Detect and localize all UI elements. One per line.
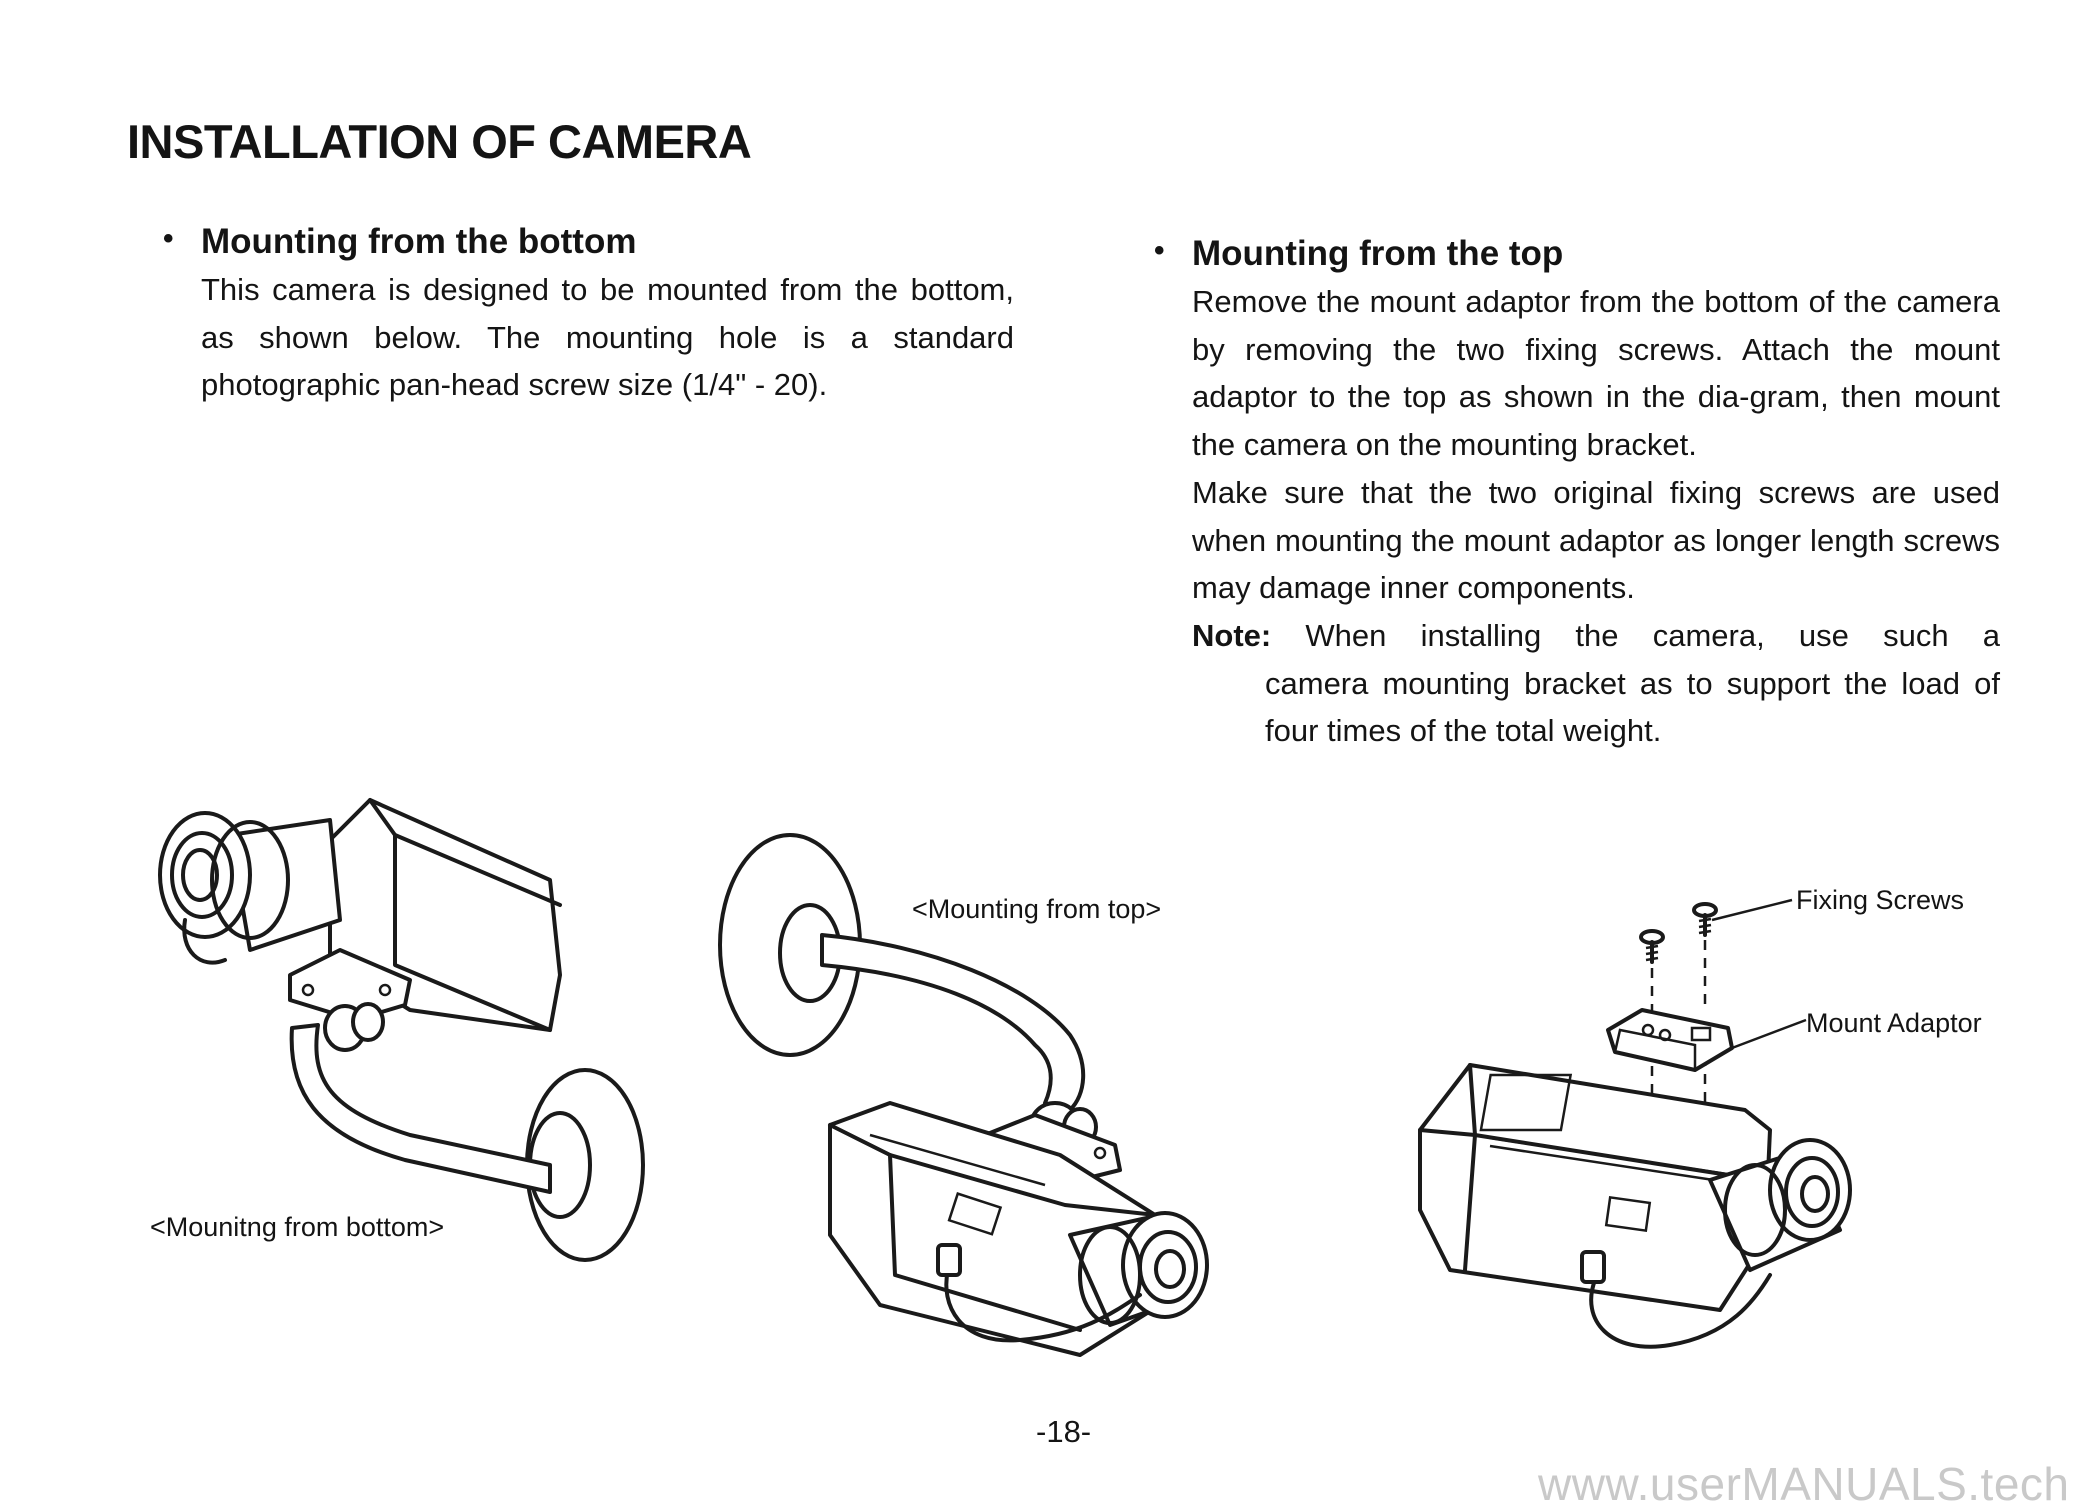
figure-mount-adaptor — [1418, 898, 1852, 1349]
section-body-bottom: This camera is designed to be mounted fr… — [201, 272, 1014, 403]
caption-mounting-bottom: <Mounitng from bottom> — [150, 1212, 445, 1242]
label-mount-adaptor: Mount Adaptor — [1806, 1008, 1982, 1038]
note-text-line1: When installing the camera, use such a — [1305, 617, 2000, 653]
section-body-top-warning: Make sure that the two original fixing s… — [1192, 474, 2000, 606]
section-heading-top: Mounting from the top — [1154, 234, 2000, 274]
figure-mounting-bottom — [158, 798, 645, 1262]
figure-mounting-top — [718, 833, 1209, 1357]
note-block: Note: When installing the camera, use su… — [1192, 612, 2000, 755]
label-fixing-screws: Fixing Screws — [1796, 885, 1965, 915]
note-label: Note: — [1192, 617, 1272, 653]
fixing-screw-right — [1692, 902, 1718, 937]
note-first-line: Note: When installing the camera, use su… — [1192, 612, 2000, 660]
note-text-rest: camera mounting bracket as to support th… — [1265, 665, 2000, 749]
watermark: www.userMANUALS.tech — [1538, 1458, 2070, 1510]
fixing-screw-left — [1639, 929, 1665, 964]
page-number: -18- — [1036, 1414, 1092, 1449]
section-mounting-top: Mounting from the top Remove the mount a… — [1154, 234, 2000, 755]
caption-mounting-top: <Mounting from top> — [912, 894, 1162, 924]
section-mounting-bottom: Mounting from the bottom This camera is … — [163, 222, 1014, 409]
section-heading-bottom: Mounting from the bottom — [163, 222, 1014, 262]
section-body-top: Remove the mount adaptor from the bottom… — [1192, 284, 2000, 463]
page-title: INSTALLATION OF CAMERA — [127, 115, 752, 168]
